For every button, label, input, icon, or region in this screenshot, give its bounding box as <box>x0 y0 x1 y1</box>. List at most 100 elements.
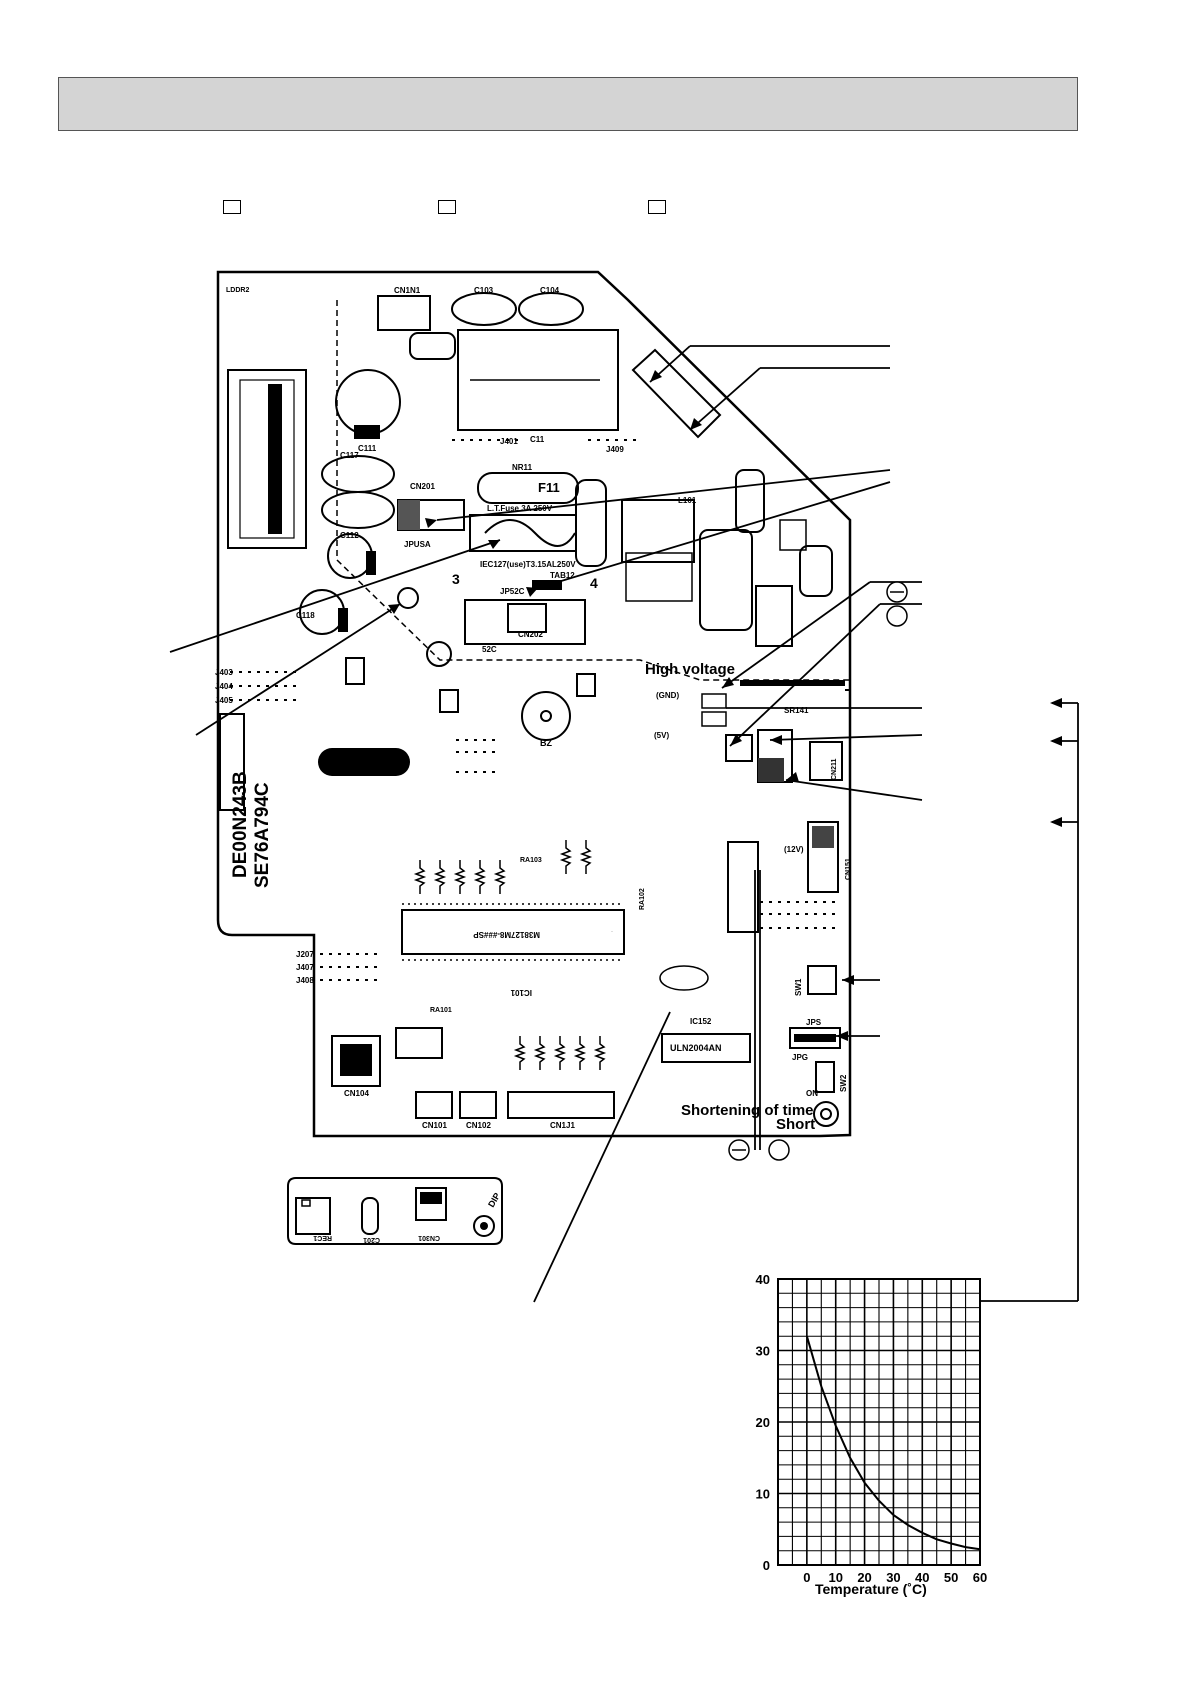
buzzer-label: BZ <box>540 738 552 748</box>
label-jps: JPS <box>806 1018 822 1027</box>
label-j401: J401 <box>500 437 518 446</box>
chart-xlabel: Temperature (˚C) <box>815 1581 927 1597</box>
label-jpg: JPG <box>792 1053 808 1062</box>
jumper-lines <box>230 439 840 981</box>
label-tab12: TAB12 <box>550 571 575 580</box>
label-cn151: CN151 <box>845 858 852 880</box>
connector-102-label: CN102 <box>466 1121 491 1130</box>
chart-ytick-label: 20 <box>756 1415 770 1430</box>
capacitor-cn12 <box>699 529 753 631</box>
connector-cn211-small <box>809 741 843 781</box>
label-sw1: SW1 <box>794 978 803 996</box>
capacitor-c117 <box>321 455 395 493</box>
label-ra102: RA102 <box>639 888 646 910</box>
label-cn1n1: CN1N1 <box>394 286 421 295</box>
label-rec1: REC1 <box>313 1234 332 1241</box>
label-cn201: CN201 <box>410 482 435 491</box>
chart-ytick-label: 0 <box>763 1558 770 1573</box>
chart-ytick-label: 10 <box>756 1487 770 1502</box>
board-model-id: DE00N243B <box>230 771 251 878</box>
connector-cn102 <box>459 1091 497 1119</box>
header-bar <box>58 77 1078 131</box>
label-j409: J409 <box>606 445 624 454</box>
label-j408: J408 <box>296 976 314 985</box>
connector-cn1n1 <box>377 295 431 331</box>
chart-xtick-label: 0 <box>803 1570 810 1585</box>
varistor-nr11 <box>477 472 579 504</box>
capacitor-c104 <box>518 292 584 326</box>
marker-plus-bottom <box>768 1139 790 1161</box>
label-jp52c: JP52C <box>500 587 525 596</box>
label-52c: 52C <box>482 645 497 654</box>
label-lddr2: LDDR2 <box>226 287 249 294</box>
shortening-label: Shortening of time <box>681 1102 814 1119</box>
label-on: ON <box>806 1089 818 1098</box>
buzzer-bz <box>521 691 571 741</box>
label-cn211: CN211 <box>831 758 838 780</box>
label-sw2: SW2 <box>839 1074 848 1092</box>
capacitor-c111 <box>335 369 401 435</box>
chart-xtick-label: 10 <box>828 1570 842 1585</box>
chart-xtick-label: 40 <box>915 1570 929 1585</box>
pcb-outline <box>216 270 852 1138</box>
capacitor-c119 <box>321 491 395 529</box>
connector-cn104 <box>331 1035 381 1087</box>
ic-driver-ref: IC152 <box>690 1017 712 1026</box>
label-j407: J407 <box>296 963 314 972</box>
capacitor-c112 <box>327 533 373 579</box>
coil-l1na <box>755 585 793 647</box>
short-label: Short <box>776 1116 815 1133</box>
label-l101: L101 <box>678 496 697 505</box>
label-cn301: CN301 <box>418 1234 440 1241</box>
label-cn202: CN202 <box>518 630 543 639</box>
label-sr141: SR141 <box>784 706 809 715</box>
jumper-highlight-ellipse <box>659 965 709 991</box>
label-c118: C118 <box>296 611 315 620</box>
label-j207: J207 <box>296 950 314 959</box>
fuse-ref: F11 <box>538 480 560 495</box>
arrow-heads <box>388 370 1062 1041</box>
label-c103: C103 <box>474 286 494 295</box>
ic-driver-label: ULN2004AN <box>670 1043 722 1053</box>
label-dip: DIP <box>486 1191 502 1209</box>
label-jpusa: JPUSA <box>404 540 431 549</box>
label-ra103: RA103 <box>520 857 542 864</box>
label-ra101: RA101 <box>430 1007 452 1014</box>
board-part-number: SE76A794C <box>252 782 273 888</box>
connector-104-label: CN104 <box>344 1089 369 1098</box>
ic-uln2004an <box>661 1033 751 1063</box>
power-module <box>227 369 307 549</box>
resistor-row <box>413 840 607 1070</box>
ic-main-ic101 <box>401 909 625 955</box>
label-j403: J403 <box>215 668 233 677</box>
label-nr11: NR11 <box>512 463 533 472</box>
receiver-board <box>287 1177 503 1245</box>
label-c201: C201 <box>363 1236 380 1243</box>
pin-3-label: 3 <box>452 571 460 587</box>
marker-plus-top <box>886 605 908 627</box>
connector-101-label: CN101 <box>422 1121 447 1130</box>
connector-main-label: CN1J1 <box>550 1121 575 1130</box>
chart-xtick-label: 60 <box>973 1570 987 1585</box>
chart-ytick-label: 40 <box>756 1272 770 1287</box>
legend-box-3 <box>648 200 666 214</box>
pin-4-label: 4 <box>590 575 598 591</box>
chart-xtick-label: 30 <box>886 1570 900 1585</box>
label-gnd: (GND) <box>656 691 679 700</box>
connector-cn151 <box>807 821 839 893</box>
fuse-label: L.T.Fuse 3A 250V <box>487 504 553 513</box>
chart-xtick-label: 20 <box>857 1570 871 1585</box>
high-voltage-boundary <box>336 300 850 681</box>
label-j404: J404 <box>215 682 233 691</box>
leader-lines <box>169 345 1079 1303</box>
ic-main-ref: IC101 <box>510 988 532 997</box>
label-c104: C104 <box>540 286 560 295</box>
switch-sw2 <box>815 1061 835 1093</box>
chart-series-line <box>805 1335 981 1551</box>
label-c117: C117 <box>340 451 359 460</box>
legend-box-2 <box>438 200 456 214</box>
label-5v: (5V) <box>654 731 669 740</box>
jumper-jps <box>789 1027 841 1049</box>
